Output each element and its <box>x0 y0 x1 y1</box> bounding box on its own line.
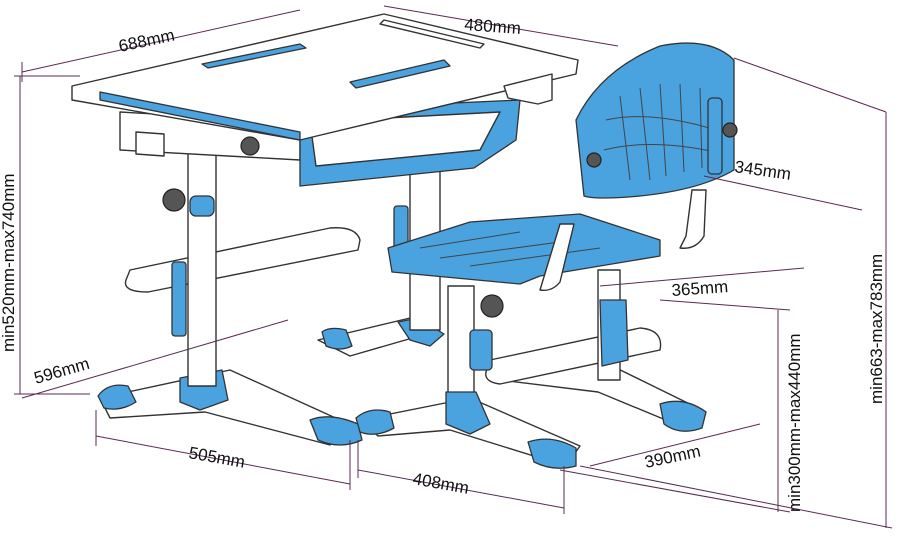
chair-seat-ribs <box>419 231 601 267</box>
desk-footrest-bar <box>124 227 361 293</box>
chair-back-support-right <box>679 189 707 249</box>
desk-top-front-edge <box>99 91 301 141</box>
chair-backrest <box>575 42 735 199</box>
desk-top <box>71 13 579 141</box>
chair-backrest-knob-left <box>586 152 602 168</box>
dimension-lines <box>14 5 893 529</box>
desk-top-groove-left <box>201 43 307 69</box>
desk-side-hook <box>503 73 553 105</box>
chair-backrest-pattern <box>603 83 717 181</box>
chair-back-width-label: 345mm <box>733 157 792 184</box>
chair-drawing <box>355 42 738 469</box>
desk-front-foot <box>99 369 341 446</box>
chair-column-clamp <box>469 329 493 371</box>
desk-bracket-left <box>135 131 165 157</box>
desk-back-foot-cap-left <box>321 327 353 350</box>
desk-front-leg <box>187 149 217 387</box>
desk-height-knob <box>162 188 186 212</box>
desk-front-leg-collar <box>189 195 215 217</box>
chair-total-height-label: min663-max783mm <box>867 254 886 404</box>
chair-backrest-knob-right <box>722 122 738 138</box>
chair-seat-depth-label: 365mm <box>671 277 729 300</box>
desk-height-label: min520mm-max740mm <box>0 173 18 352</box>
desk-top-groove-right <box>349 59 451 89</box>
desk-front-foot-cap-right <box>309 416 363 446</box>
chair-seat <box>387 213 661 285</box>
chair-front-foot-cap-left <box>355 409 395 435</box>
desk-tilt-knob <box>240 136 260 156</box>
desk-footrest-clamp <box>171 261 187 337</box>
chair-height-knob <box>480 294 504 318</box>
chair-back-support-left <box>539 223 575 292</box>
desk-top-back-strip <box>379 19 485 49</box>
chair-front-column-base <box>445 391 491 435</box>
desk-drawing <box>71 13 579 446</box>
chair-backrest-adjuster <box>707 97 723 175</box>
chair-back-column-clamp <box>599 299 629 367</box>
desk-base-width-label: 505mm <box>187 443 246 472</box>
desk-depth-label: 480mm <box>464 15 522 38</box>
chair-back-foot-cap <box>659 400 707 432</box>
desk-front-foot-cap-left <box>97 384 137 410</box>
chair-base-depth-label: 390mm <box>643 442 702 472</box>
chair-base-width-label: 408mm <box>411 469 470 498</box>
seat-height-label: min300mm-max440mm <box>785 333 804 512</box>
desk-width-label: 688mm <box>117 26 176 56</box>
chair-front-foot-cap-right <box>527 438 577 469</box>
desk-base-depth-label: 596mm <box>32 354 92 388</box>
